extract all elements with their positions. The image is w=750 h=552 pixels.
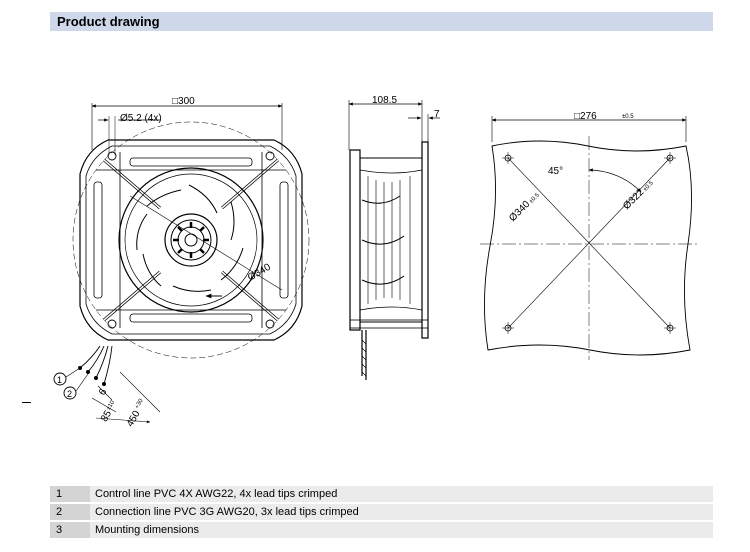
legend-row: 1 Control line PVC 4X AWG22, 4x lead tip… xyxy=(50,486,713,502)
front-view xyxy=(53,103,310,424)
legend-row: 3 Mounting dimensions xyxy=(50,522,713,538)
legend-num: 1 xyxy=(50,486,90,502)
legend-row: 2 Connection line PVC 3G AWG20, 3x lead … xyxy=(50,504,713,520)
dim-width: □300 xyxy=(172,96,195,107)
dim-holes: Ø5.2 (4x) xyxy=(120,113,162,124)
dim-450: 450 xyxy=(125,409,143,429)
mounting-view xyxy=(480,116,700,360)
dim-depth: 108.5 xyxy=(372,95,397,106)
dim-impeller: Ø340 xyxy=(246,262,273,284)
dim-450-group: 450 +30 xyxy=(125,398,145,429)
section-header-product-drawing: Product drawing xyxy=(50,12,713,31)
legend-desc: Control line PVC 4X AWG22, 4x lead tips … xyxy=(90,486,713,502)
tol-square: ±0.5 xyxy=(622,114,634,120)
callout-1: 1 xyxy=(57,375,62,385)
dim-85-group: 85 ±10 xyxy=(99,399,117,424)
dim-85: 85 xyxy=(99,408,114,424)
margin-mark xyxy=(22,402,31,403)
dim-flange: 7 xyxy=(434,109,440,120)
legend-desc: Connection line PVC 3G AWG20, 3x lead ti… xyxy=(90,504,713,520)
dim-6: 6 xyxy=(97,387,110,398)
technical-drawing: □300 Ø5.2 (4x) Ø340 1 2 6 85 ±10 450 +30… xyxy=(53,95,700,429)
tol-322: ±0.5 xyxy=(642,180,655,193)
legend-num: 3 xyxy=(50,522,90,538)
dim-angle: 45° xyxy=(548,166,563,177)
tol-85: ±10 xyxy=(106,399,117,411)
section-title: Product drawing xyxy=(57,14,160,29)
tol-450: +30 xyxy=(134,398,145,410)
legend-num: 2 xyxy=(50,504,90,520)
legend-table: 1 Control line PVC 4X AWG22, 4x lead tip… xyxy=(50,486,713,540)
dim-square: □276 xyxy=(574,111,597,122)
dim-340-group: Ø340 ±0.5 xyxy=(507,192,541,224)
dim-322-group: Ø322 ±0.5 xyxy=(621,180,655,212)
tol-340: ±0.5 xyxy=(528,192,541,205)
legend-desc: Mounting dimensions xyxy=(90,522,713,538)
side-view xyxy=(348,100,440,380)
callout-2: 2 xyxy=(67,389,72,399)
